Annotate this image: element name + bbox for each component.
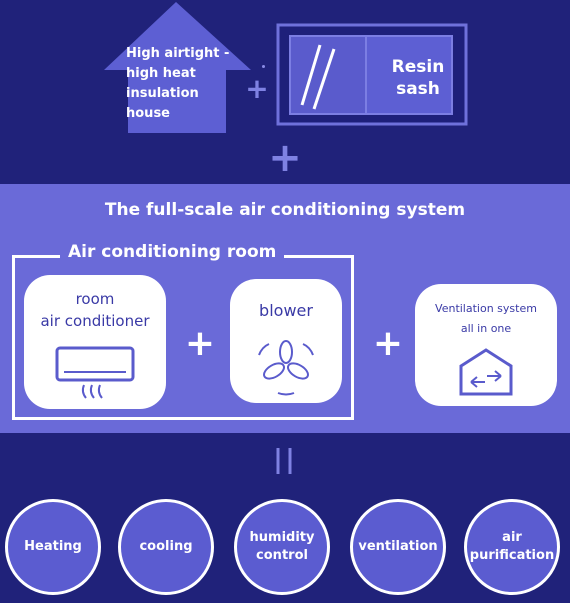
fan-icon <box>258 340 314 396</box>
plus-sign-small: + <box>245 72 269 105</box>
air-conditioner-label-line1: room <box>75 290 115 308</box>
sparkle-dot <box>262 65 265 68</box>
function-heating: Heating <box>5 499 101 595</box>
air-conditioning-room-title: Air conditioning room <box>60 242 285 262</box>
system-title: The full-scale air conditioning system <box>104 200 466 220</box>
ventilation-label-line2: all in one <box>460 322 512 335</box>
window-icon <box>276 23 468 126</box>
house-label: High airtight - high heat insulation hou… <box>126 46 230 121</box>
plus-sign-top: + <box>268 135 302 181</box>
air-conditioner-label-line2: air conditioner <box>40 312 150 330</box>
plus-sign-1: + <box>184 323 216 364</box>
ventilation-card: Ventilation system all in one <box>415 284 557 406</box>
air-conditioner-card: room air conditioner <box>24 275 166 409</box>
plus-sign-2: + <box>372 323 404 364</box>
function-humidity-control: humidity control <box>234 499 330 595</box>
house-icon <box>104 2 251 133</box>
blower-card: blower <box>230 279 342 403</box>
equals-icon <box>276 448 292 474</box>
function-cooling: cooling <box>118 499 214 595</box>
ventilation-label-line1: Ventilation system <box>435 302 537 315</box>
function-air-purification: air purification <box>464 499 560 595</box>
blower-label: blower <box>259 301 313 320</box>
air-conditioner-icon <box>55 346 135 399</box>
function-ventilation: ventilation <box>350 499 446 595</box>
ventilation-house-icon <box>459 348 513 396</box>
sash-label: Resin sash <box>391 57 445 99</box>
